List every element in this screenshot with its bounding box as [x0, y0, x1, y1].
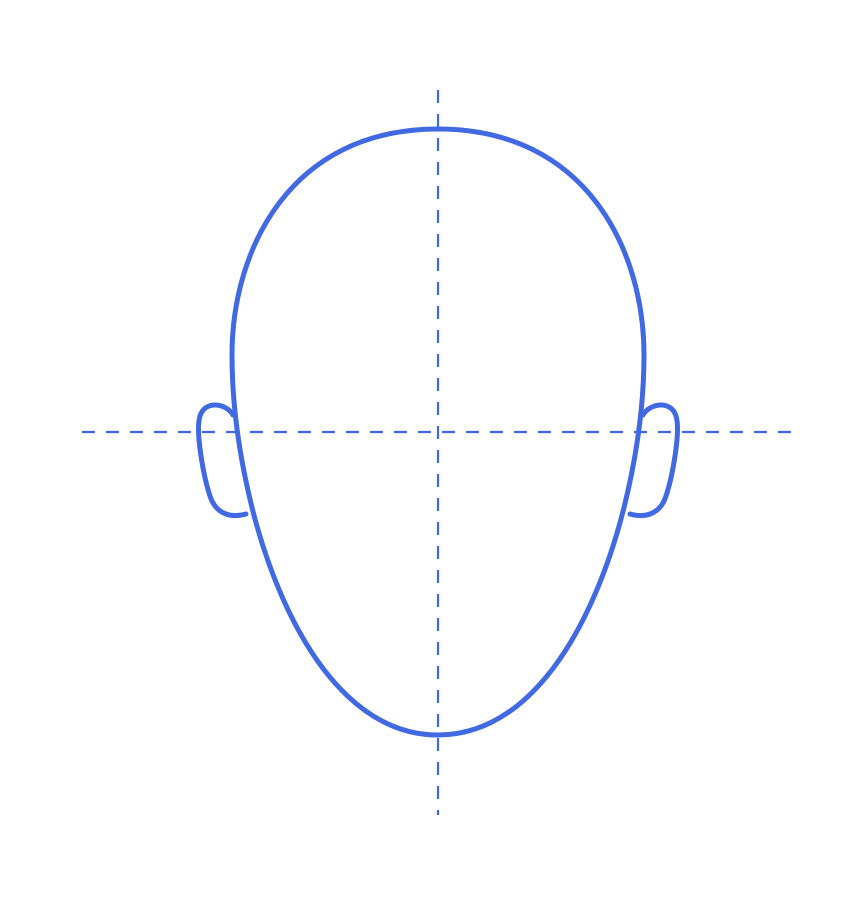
head-outline	[229, 126, 647, 738]
left-ear	[196, 402, 249, 519]
right-ear	[627, 402, 680, 519]
